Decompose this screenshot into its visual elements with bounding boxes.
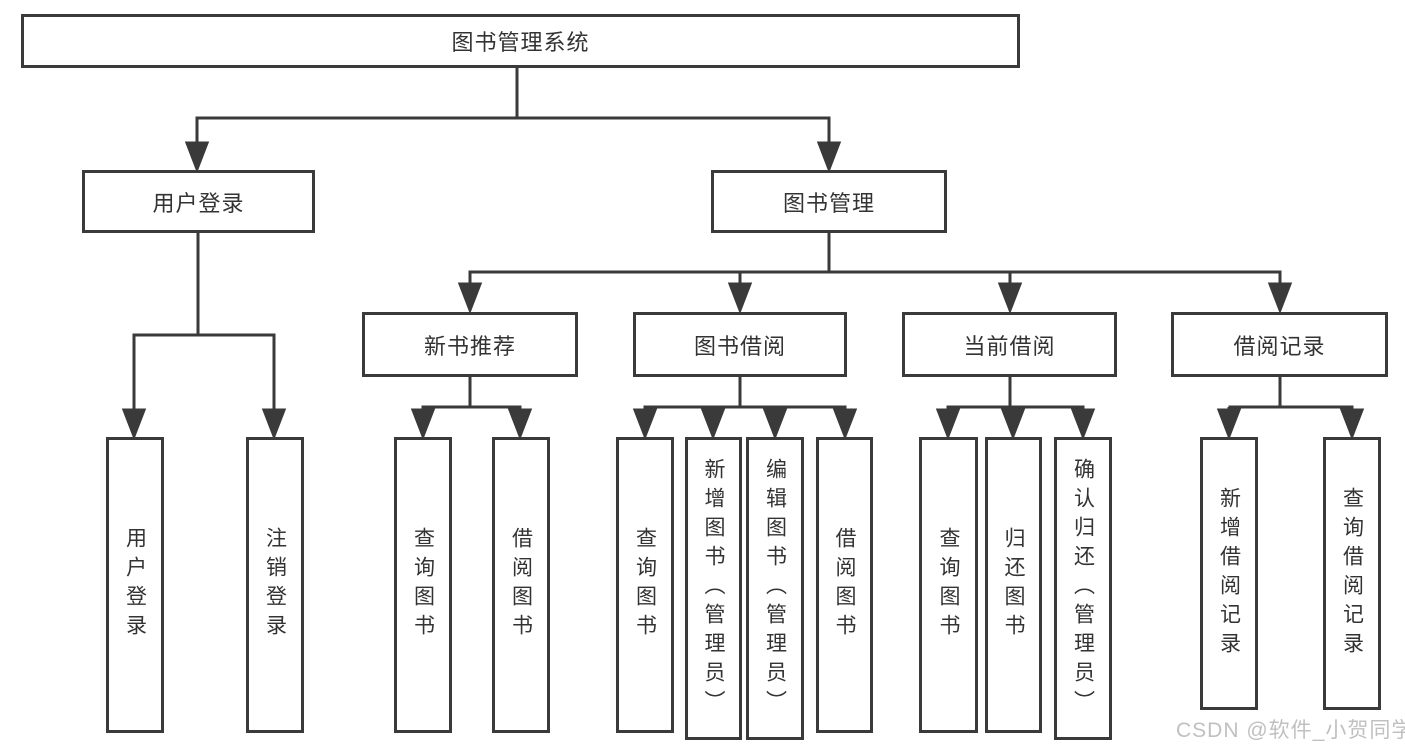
leaf-query-books-current: 查询图书 xyxy=(919,437,978,733)
leaf-borrow-books-recommend: 借阅图书 xyxy=(492,437,550,733)
watermark: CSDN @软件_小贺同学 xyxy=(1176,719,1405,742)
leaf-confirm-return-admin: 确认归还（管理员） xyxy=(1054,437,1112,740)
box-book-management: 图书管理 xyxy=(711,170,947,233)
leaf-add-books-admin: 新增图书（管理员） xyxy=(685,437,742,740)
leaf-user-login: 用户登录 xyxy=(106,437,164,733)
box-borrowing-records: 借阅记录 xyxy=(1171,312,1388,377)
leaf-query-books-recommend: 查询图书 xyxy=(394,437,452,733)
leaf-logout-login: 注销登录 xyxy=(246,437,304,733)
box-user-login: 用户登录 xyxy=(82,170,315,233)
leaf-borrow-books-borrowing: 借阅图书 xyxy=(816,437,873,733)
box-book-borrowing: 图书借阅 xyxy=(633,312,847,377)
leaf-add-borrow-record: 新增借阅记录 xyxy=(1200,437,1258,710)
box-current-borrowing: 当前借阅 xyxy=(902,312,1117,377)
leaf-query-borrow-record: 查询借阅记录 xyxy=(1323,437,1381,710)
box-library-system: 图书管理系统 xyxy=(21,14,1020,68)
leaf-edit-books-admin: 编辑图书（管理员） xyxy=(746,437,804,740)
leaf-query-books-borrowing: 查询图书 xyxy=(616,437,674,733)
leaf-return-books: 归还图书 xyxy=(985,437,1042,733)
box-new-book-recommendation: 新书推荐 xyxy=(362,312,578,377)
